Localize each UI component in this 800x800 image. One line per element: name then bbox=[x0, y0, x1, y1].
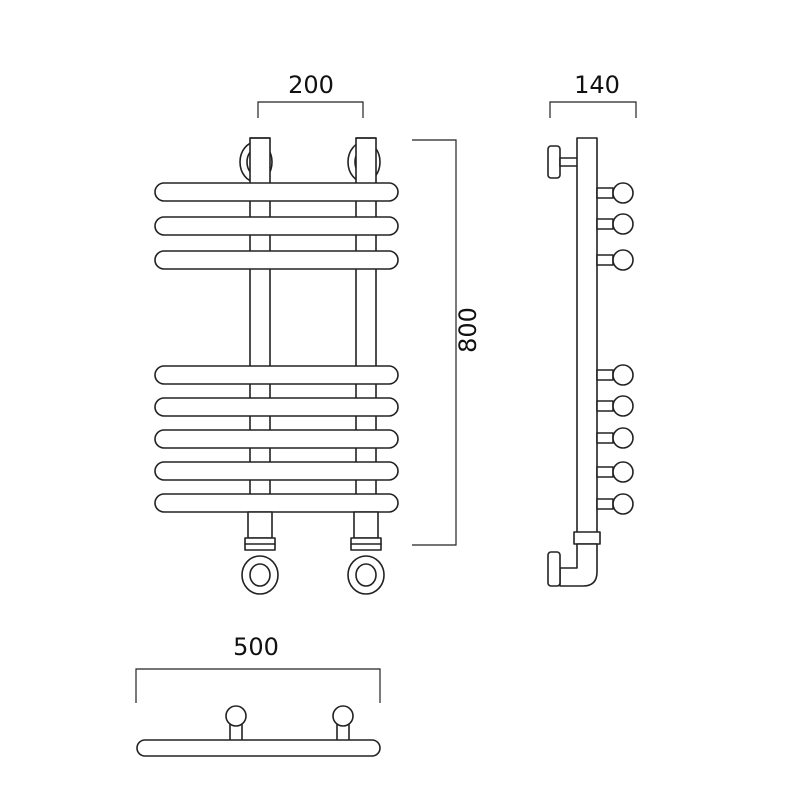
top-riser-right bbox=[332, 705, 354, 727]
front-bar bbox=[154, 182, 399, 202]
dimension-height-label: 800 bbox=[454, 307, 482, 353]
front-bar bbox=[154, 250, 399, 270]
front-valve-left bbox=[241, 511, 279, 595]
dimension-width: 500 bbox=[135, 633, 381, 703]
side-view: 140 bbox=[547, 71, 637, 587]
front-bar bbox=[154, 216, 399, 236]
top-bar bbox=[136, 739, 381, 757]
dimension-depth-label: 140 bbox=[574, 71, 620, 99]
dimension-spacing-label: 200 bbox=[288, 71, 334, 99]
side-wall-mount-top bbox=[547, 145, 579, 179]
side-bottom-elbow bbox=[547, 531, 601, 587]
front-valve-right bbox=[347, 511, 385, 595]
front-bar bbox=[154, 429, 399, 449]
front-lower-bars bbox=[154, 365, 399, 513]
front-bar bbox=[154, 493, 399, 513]
front-bar bbox=[154, 461, 399, 481]
dimension-height: 800 bbox=[412, 139, 482, 546]
dimension-depth: 140 bbox=[549, 71, 637, 118]
side-bar-ends-lower bbox=[596, 364, 634, 515]
top-view: 500 bbox=[135, 633, 381, 757]
front-bar bbox=[154, 365, 399, 385]
front-view: 200 800 bbox=[154, 71, 482, 595]
side-bar-ends-upper bbox=[596, 182, 634, 271]
front-bar bbox=[154, 397, 399, 417]
side-riser bbox=[576, 137, 598, 543]
front-upper-bars bbox=[154, 182, 399, 270]
dimension-width-label: 500 bbox=[233, 633, 279, 661]
dimension-spacing: 200 bbox=[257, 71, 364, 118]
top-riser-left bbox=[225, 705, 247, 727]
